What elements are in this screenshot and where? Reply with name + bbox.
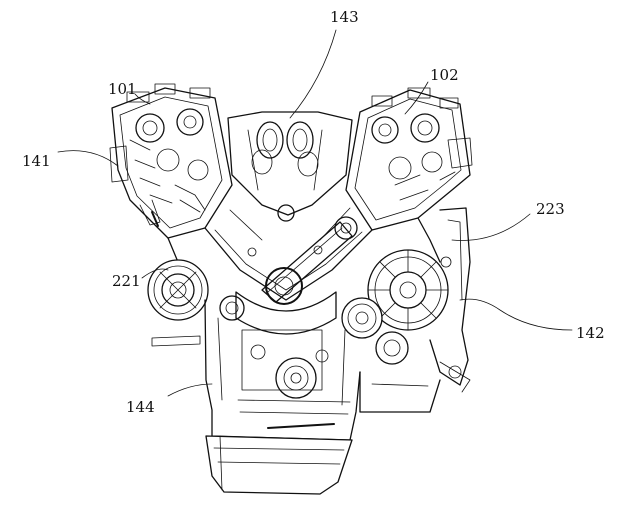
leader-221 <box>141 268 169 279</box>
left-pulley <box>147 259 245 321</box>
leader-144 <box>167 383 213 397</box>
leader-223 <box>451 213 531 241</box>
label-144: 144 <box>126 398 155 416</box>
label-101: 101 <box>108 80 137 98</box>
label-221: 221 <box>112 272 141 290</box>
left-cylinder-head <box>109 83 233 239</box>
label-143: 143 <box>330 8 359 26</box>
intake-manifold <box>227 111 353 222</box>
leader-lines <box>57 29 573 397</box>
oil-pan <box>205 435 353 495</box>
label-223: 223 <box>536 200 565 218</box>
label-142: 142 <box>576 324 605 342</box>
leader-141 <box>57 150 119 167</box>
label-102: 102 <box>430 66 459 84</box>
leader-101 <box>134 93 151 105</box>
timing-gears <box>341 207 471 413</box>
leader-143 <box>289 29 337 119</box>
leader-142 <box>459 298 573 331</box>
reference-labels: 143 101 102 141 223 221 142 144 <box>22 8 605 416</box>
connecting-rod <box>235 216 358 335</box>
right-cylinder-head <box>345 87 473 231</box>
leader-102 <box>404 81 429 115</box>
crankcase <box>151 299 361 441</box>
label-141: 141 <box>22 152 51 170</box>
